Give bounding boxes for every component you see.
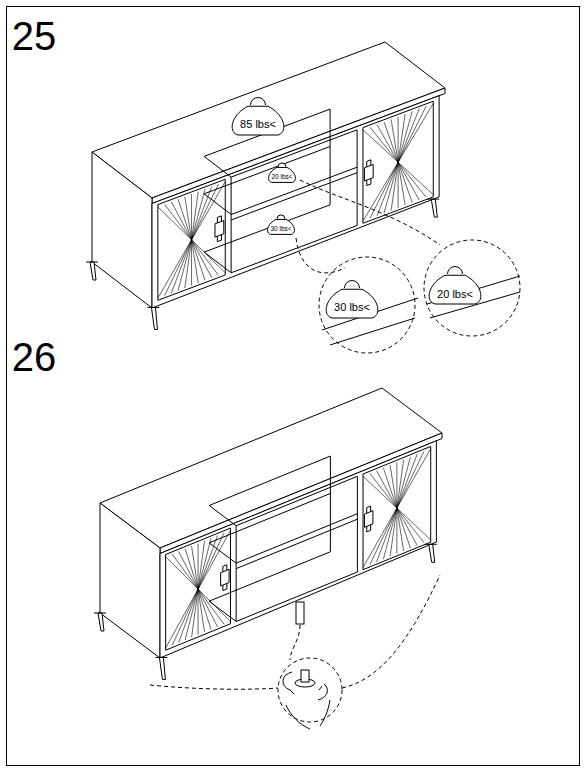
weight-limit: 20 lbs< <box>271 174 292 181</box>
cabinet <box>94 388 442 679</box>
weight-limit: 20 lbs< <box>437 289 473 300</box>
weight-bag <box>269 163 296 183</box>
step-number: 25 <box>12 16 57 56</box>
weight-bag <box>429 267 481 304</box>
weight-limit: 85 lbs< <box>240 119 276 130</box>
weight-bag <box>326 281 378 319</box>
weight-bag <box>232 98 284 135</box>
weight-bag <box>268 215 295 235</box>
weight-limit: 30 lbs< <box>334 302 370 313</box>
step-number: 26 <box>12 337 57 377</box>
weight-limit: 30 lbs< <box>270 226 291 233</box>
